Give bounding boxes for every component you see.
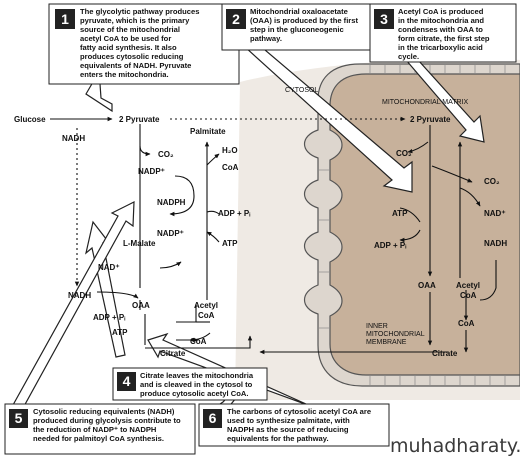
inner-membrane-label: INNER MITOCHONDRIAL MEMBRANE (366, 323, 426, 346)
pyruvate-mito-label: 2 Pyruvate (410, 115, 451, 124)
co2-mito-left-label: CO₂ (396, 149, 412, 158)
callout-number-4: 4 (123, 373, 131, 389)
co2-mito-right-label: CO₂ (484, 177, 500, 186)
coa-cytosol-label: CoA (198, 311, 215, 320)
acetyl-cytosol-label: Acetyl (194, 301, 218, 310)
citrate-mito-label: Citrate (432, 349, 458, 358)
l-malate-label: L-Malate (123, 239, 156, 248)
callout-box-5: 5 Cytosolic reducing equivalents (NADH) … (4, 403, 196, 455)
water-label: H₂O (222, 146, 238, 155)
coa-mito-bottom-label: CoA (458, 319, 475, 328)
callout-text-4: Citrate leaves the mitochondria and is c… (140, 371, 255, 398)
nadp-plus-top-label: NADP⁺ (138, 167, 165, 176)
callout-box-6: 6 The carbons of cytosolic acetyl CoA ar… (198, 403, 390, 447)
adp-pi-mito-label: ADP + Pᵢ (374, 241, 406, 250)
pathway-labels: Glucose 2 Pyruvate NADH Palmitate CO₂ H₂… (14, 87, 507, 358)
callout-box-1: 1 The glycolytic pathway produces pyruva… (48, 3, 240, 85)
co2-cytosol-label: CO₂ (158, 150, 174, 159)
coa-mito-top-label: CoA (460, 291, 477, 300)
adp-pi-cytosol-label: ADP + Pᵢ (218, 209, 250, 218)
callout-number-6: 6 (209, 410, 217, 426)
coa-top-label: CoA (222, 163, 239, 172)
nadph-cytosol-label: NADPH (157, 198, 186, 207)
palmitate-label: Palmitate (190, 127, 226, 136)
adp-pi-bottom-label: ADP + Pᵢ (93, 313, 125, 322)
coa-bottom-label: CoA (190, 337, 207, 346)
glucose-label: Glucose (14, 115, 46, 124)
callout-box-2: 2 Mitochondrial oxaloacetate (OAA) is pr… (221, 3, 373, 51)
nad-plus-label: NAD⁺ (98, 263, 120, 272)
cytosol-label: CYTOSOL (285, 87, 318, 94)
oaa-cytosol-label: OAA (132, 301, 150, 310)
nadh-mito-label: NADH (484, 239, 507, 248)
callout-text-5: Cytosolic reducing equivalents (NADH) pr… (33, 407, 183, 443)
callout-text-6: The carbons of cytosolic acetyl CoA are … (227, 407, 373, 443)
watermark-text: muhadharaty.com (390, 435, 520, 457)
nad-plus-mito-label: NAD⁺ (484, 209, 506, 218)
acetyl-mito-label: Acetyl (456, 281, 480, 290)
mitochondrial-matrix-label: MITOCHONDRIAL MATRIX (382, 99, 469, 106)
nadh-top-label: NADH (62, 134, 85, 143)
callout-box-4: 4 Citrate leaves the mitochondria and is… (112, 367, 268, 401)
callout-text-1: The glycolytic pathway produces pyruvate… (80, 7, 202, 79)
callout-number-3: 3 (380, 11, 388, 27)
oaa-mito-label: OAA (418, 281, 436, 290)
pyruvate-cytosol-label: 2 Pyruvate (119, 115, 160, 124)
pathway-lines (50, 116, 497, 355)
atp-mito-label: ATP (392, 209, 408, 218)
callout-text-3: Acetyl CoA is produced in the mitochondr… (398, 7, 492, 61)
callout-number-1: 1 (61, 11, 69, 27)
atp-cytosol-label: ATP (222, 239, 238, 248)
nadh-bottom-label: NADH (68, 291, 91, 300)
callout-box-3: 3 Acetyl CoA is produced in the mitochon… (369, 3, 517, 63)
callout-number-5: 5 (15, 410, 23, 426)
nadp-plus-mid-label: NADP⁺ (157, 229, 184, 238)
callout-text-2: Mitochondrial oxaloacetate (OAA) is prod… (250, 7, 360, 43)
citrate-cytosol-label: Citrate (160, 349, 186, 358)
callout-number-2: 2 (232, 11, 240, 27)
atp-bottom-label: ATP (112, 328, 128, 337)
